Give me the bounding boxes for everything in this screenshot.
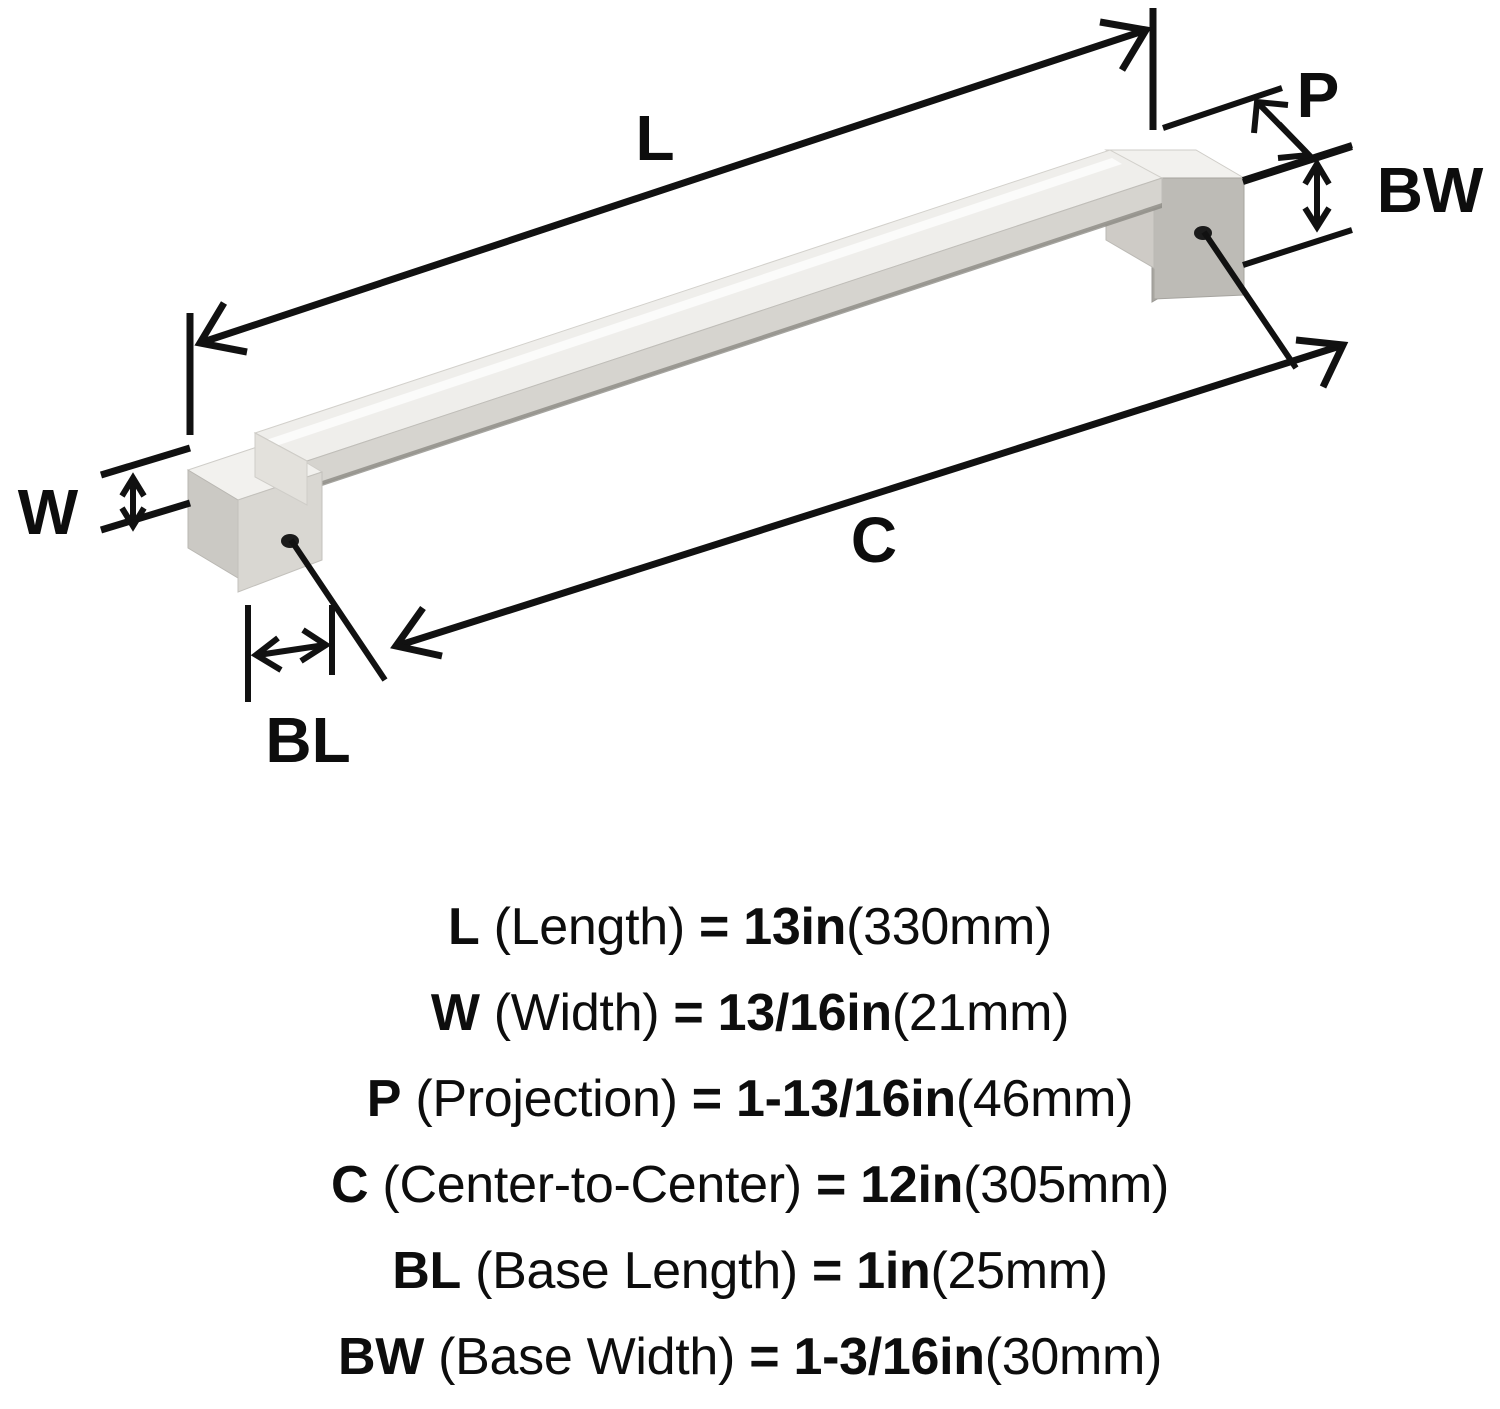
legend-row: L (Length) = 13in(330mm) — [0, 884, 1500, 970]
legend-equals: = — [699, 898, 730, 956]
width-extension-line-upper — [99, 444, 192, 479]
center-leader-line-left — [288, 538, 388, 682]
center-leader-line-right — [1201, 230, 1299, 370]
legend-value-inches: 1-3/16in — [793, 1328, 985, 1386]
legend-symbol: BW — [337, 1328, 424, 1386]
base-width-extension-line-lower — [1242, 227, 1353, 268]
legend-description: (Length) — [493, 898, 686, 956]
base-length-label: BL — [265, 704, 350, 776]
dimension-legend: L (Length) = 13in(330mm) W (Width) = 13/… — [0, 884, 1500, 1400]
legend-row: P (Projection) = 1-13/16in(46mm) — [0, 1056, 1500, 1142]
legend-symbol: BL — [392, 1242, 461, 1300]
legend-description: (Base Length) — [475, 1242, 798, 1300]
legend-equals: = — [749, 1328, 780, 1386]
diagram-svg: L C W BL P BW — [18, 8, 1484, 776]
legend-equals: = — [673, 984, 704, 1042]
legend-description: (Projection) — [415, 1070, 678, 1128]
legend-value-inches: 12in — [860, 1156, 964, 1214]
legend-row: W (Width) = 13/16in(21mm) — [0, 970, 1500, 1056]
width-extension-line-lower — [99, 499, 192, 534]
base-length-arrowhead-left — [250, 635, 283, 673]
legend-equals: = — [691, 1070, 722, 1128]
legend-row: BL (Base Length) = 1in(25mm) — [0, 1228, 1500, 1314]
legend-value-mm: (305mm) — [963, 1156, 1169, 1214]
width-arrowhead-up — [119, 472, 147, 498]
legend-symbol: L — [447, 898, 480, 956]
bar-pull-illustration — [186, 149, 1246, 593]
length-arrowhead-right — [1099, 18, 1152, 72]
bar-highlight-strip — [266, 158, 1122, 446]
product-diagram: L C W BL P BW — [18, 8, 1484, 776]
left-post-inner-wall — [254, 432, 308, 506]
legend-row: C (Center-to-Center) = 12in(305mm) — [0, 1142, 1500, 1228]
legend-value-mm: (21mm) — [891, 984, 1070, 1042]
legend-value-inches: 13in — [743, 898, 847, 956]
base-width-label: BW — [1377, 154, 1484, 226]
legend-value-inches: 1-13/16in — [736, 1070, 956, 1128]
projection-extension-line-upper — [1162, 85, 1283, 131]
bar-bottom-edge — [307, 203, 1162, 491]
projection-label: P — [1297, 59, 1340, 131]
legend-symbol: W — [430, 984, 480, 1042]
center-arrowhead-left — [390, 605, 443, 660]
legend-symbol: C — [331, 1156, 369, 1214]
legend-value-mm: (30mm) — [984, 1328, 1163, 1386]
legend-symbol: P — [366, 1070, 402, 1128]
legend-equals: = — [815, 1156, 847, 1214]
legend-description: (Base Width) — [438, 1328, 736, 1386]
dimension-annotations — [99, 8, 1353, 702]
base-width-extension-line-upper — [1242, 144, 1353, 185]
legend-value-mm: (46mm) — [955, 1070, 1134, 1128]
base-width-arrowhead-down — [1302, 206, 1332, 233]
legend-value-mm: (25mm) — [930, 1242, 1108, 1300]
legend-description: (Center-to-Center) — [382, 1156, 802, 1214]
legend-row: BW (Base Width) = 1-3/16in(30mm) — [0, 1314, 1500, 1400]
legend-value-mm: (330mm) — [846, 898, 1053, 956]
legend-value-inches: 1in — [856, 1242, 931, 1300]
projection-arrowhead-upper — [1251, 98, 1289, 134]
bar-top-face — [253, 149, 1164, 462]
length-dimension-line — [198, 26, 1148, 347]
center-arrowhead-right — [1295, 336, 1349, 389]
base-length-arrowhead-right — [299, 627, 332, 664]
base-width-arrowhead-up — [1302, 158, 1332, 186]
width-arrowhead-down — [119, 506, 147, 532]
center-to-center-label: C — [851, 504, 897, 576]
legend-description: (Width) — [493, 984, 660, 1042]
center-dimension-line — [398, 342, 1342, 649]
width-label: W — [18, 476, 79, 548]
legend-value-inches: 13/16in — [717, 984, 893, 1042]
length-arrowhead-left — [194, 301, 248, 356]
projection-arrowhead-lower — [1276, 121, 1316, 161]
legend-equals: = — [812, 1242, 843, 1300]
base-length-dimension-line — [257, 642, 326, 658]
length-label: L — [635, 102, 674, 174]
